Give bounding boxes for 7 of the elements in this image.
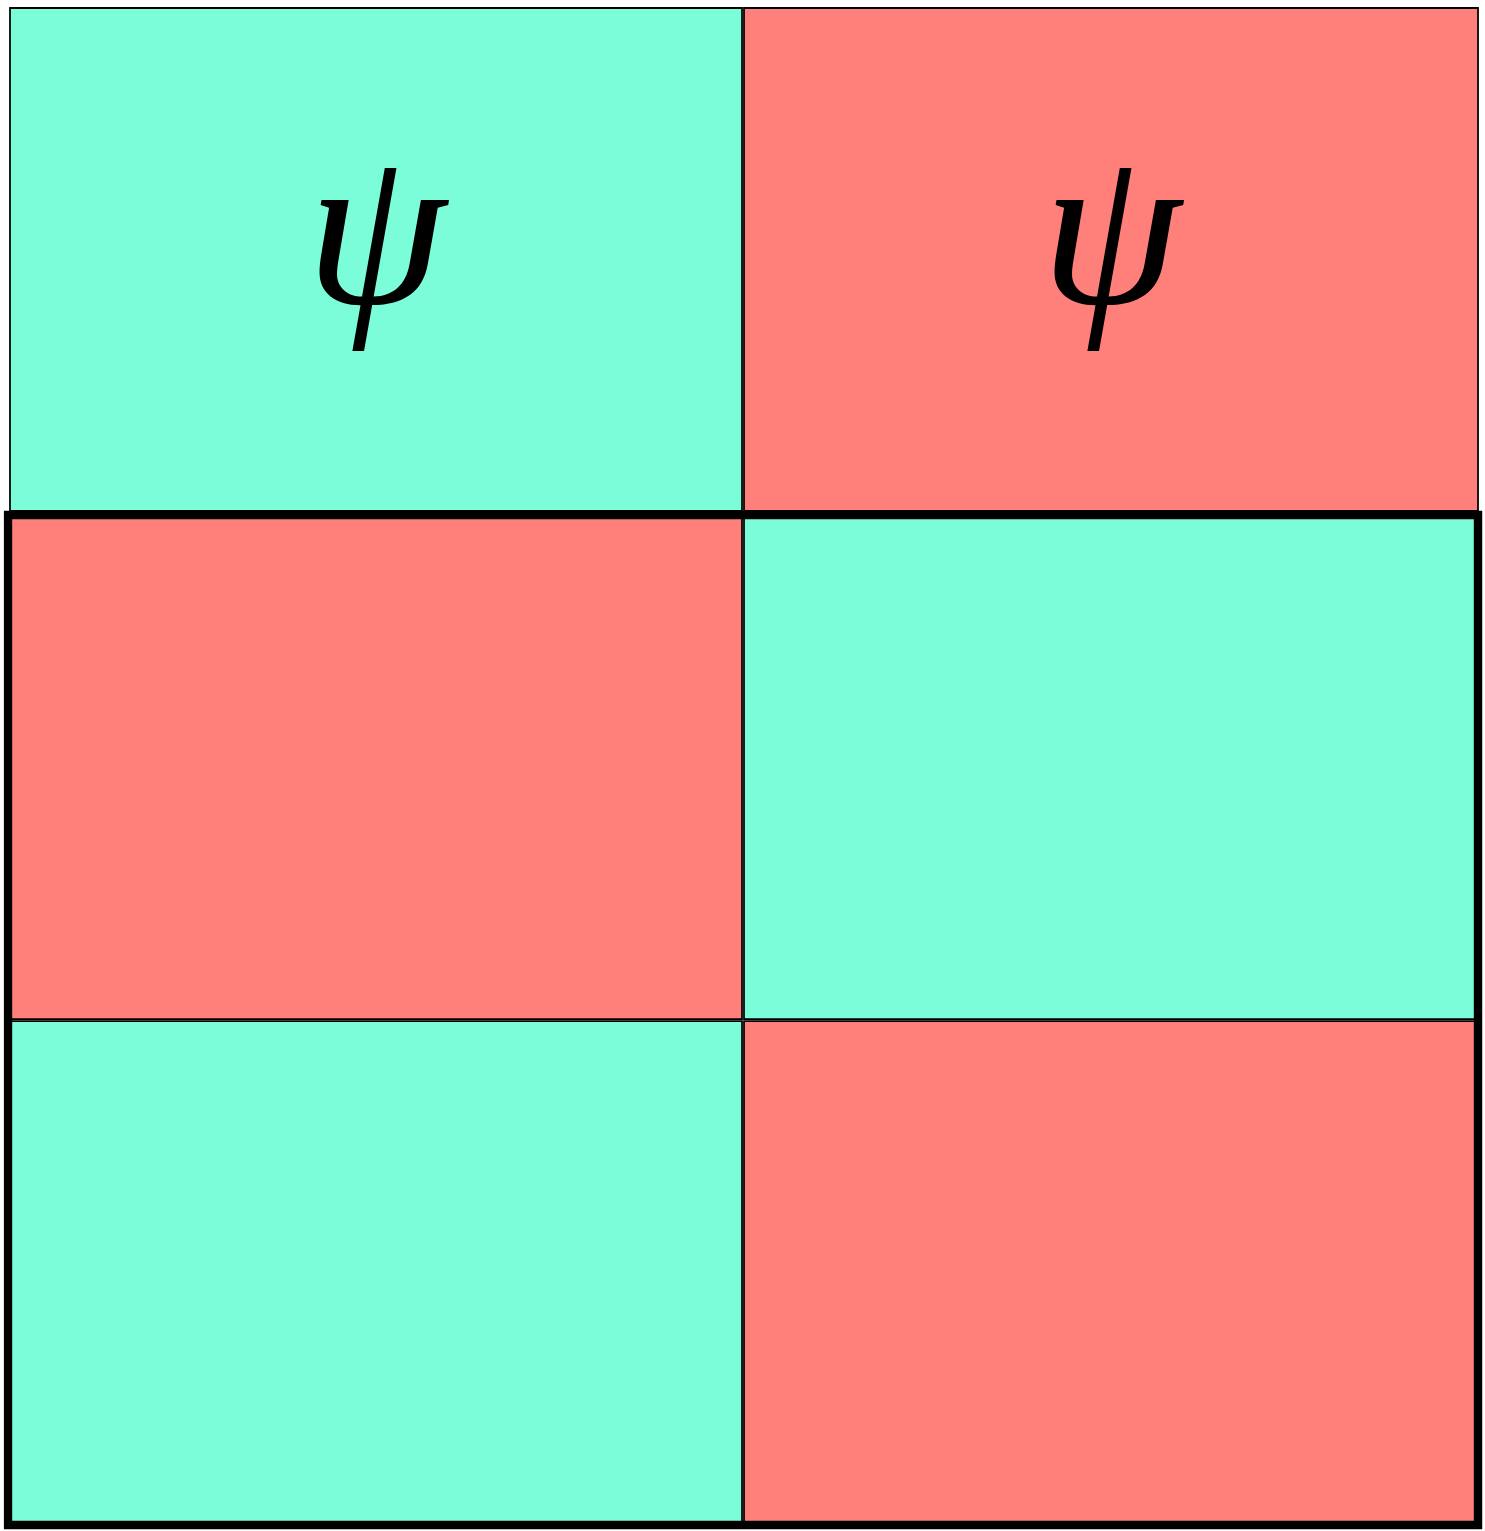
grid-cell: ψ [9, 7, 743, 512]
grid-cell: ψ [743, 7, 1479, 512]
thick-frame [3, 510, 1483, 1530]
grid-cell [743, 1020, 1477, 1524]
grid-cell [9, 1020, 743, 1524]
grid-cell [9, 516, 743, 1020]
grid-cell [743, 516, 1477, 1020]
